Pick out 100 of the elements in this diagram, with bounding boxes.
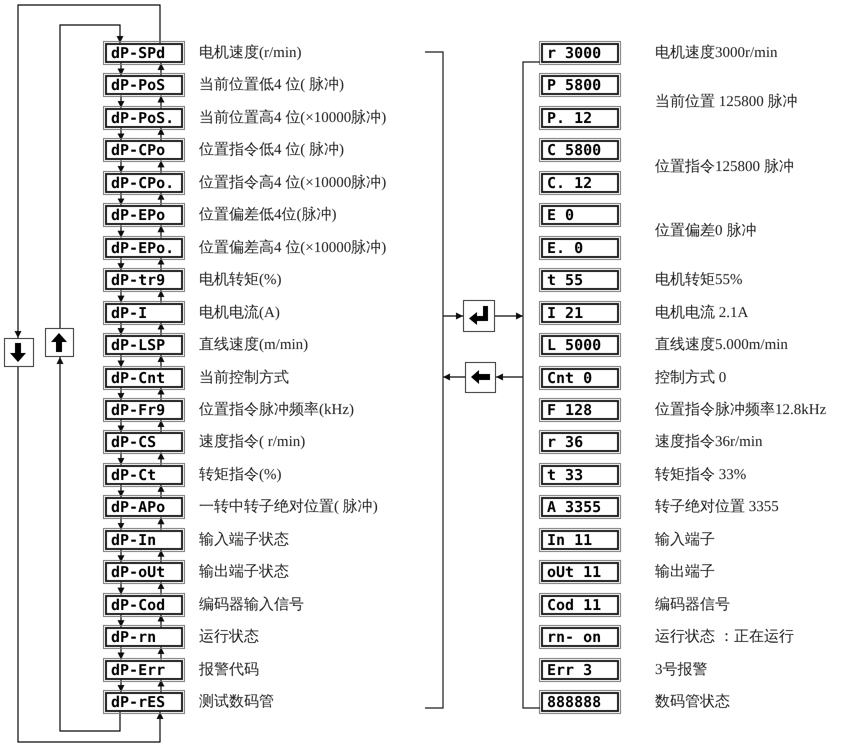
display-readout: 888888: [541, 692, 619, 712]
display-readout: dP-Ct: [105, 464, 183, 485]
arrow: [118, 322, 124, 336]
display-readout: dP-EPo: [105, 205, 183, 226]
arrow: [158, 322, 164, 336]
display-readout: rn- on: [541, 627, 619, 648]
description-text: 数码管状态: [655, 693, 730, 711]
arrow: [158, 452, 164, 465]
description-text: 速度指令( r/min): [199, 433, 306, 452]
arrow: [158, 355, 164, 368]
arrow: [118, 452, 124, 465]
arrow: [158, 680, 164, 692]
key-button: [45, 328, 74, 357]
description-text: 输出端子状态: [199, 563, 289, 582]
arrow: [118, 647, 124, 660]
arrow: [118, 63, 124, 76]
arrow: [443, 312, 463, 320]
display-readout: C 5800: [541, 140, 619, 160]
bracket: [523, 62, 540, 708]
arrow: [158, 388, 164, 400]
arrow: [59, 24, 124, 328]
arrow: [496, 374, 523, 380]
key-button: [463, 300, 495, 332]
description-text: 输出端子: [655, 563, 715, 582]
description-text: 电机转矩(%): [199, 271, 282, 290]
arrow: [118, 388, 124, 400]
arrow: [158, 258, 164, 270]
key-button: [465, 362, 496, 393]
arrow: [158, 420, 164, 432]
arrow: [17, 367, 164, 743]
arrow: [118, 582, 124, 595]
display-readout: dP-EPo.: [105, 238, 183, 258]
description-text: 电机速度3000r/min: [655, 44, 778, 62]
arrow: [118, 355, 124, 368]
description-text: 位置指令脉冲频率12.8kHz: [655, 400, 826, 419]
description-text: 运行状态 ：正在运行: [655, 628, 794, 646]
display-readout: dP-Fr9: [105, 400, 183, 420]
display-readout: P 5800: [541, 75, 619, 96]
display-readout: F 128: [541, 400, 619, 420]
arrow: [158, 95, 164, 108]
description-text: 电机电流(A): [199, 304, 280, 322]
display-readout: dP-In: [105, 530, 183, 550]
description-text: 测试数码管: [199, 693, 274, 711]
arrow: [158, 160, 164, 173]
arrow: [118, 192, 124, 206]
display-readout: dP-rn: [105, 627, 183, 648]
display-readout: Cod 11: [541, 594, 619, 615]
display-readout: L 5000: [541, 335, 619, 356]
arrow: [158, 192, 164, 206]
arrow: [118, 258, 124, 270]
display-readout: I 21: [541, 302, 619, 323]
description-text: 电机转矩55%: [655, 271, 742, 290]
arrow: [118, 420, 124, 432]
arrow: [118, 517, 124, 530]
display-readout: E 0: [541, 205, 619, 226]
arrow: [118, 128, 124, 140]
display-readout: dP-rES: [105, 692, 183, 712]
description-text: 转矩指令 33%: [655, 466, 746, 484]
bracket: [425, 52, 443, 708]
description-text: 位置指令125800 脉冲: [655, 158, 794, 176]
description-text: 速度指令36r/min: [655, 433, 762, 452]
display-readout: E. 0: [541, 238, 619, 258]
display-readout: dP-Cnt: [105, 368, 183, 388]
display-readout: dP-LSP: [105, 335, 183, 356]
display-readout: dP-tr9: [105, 270, 183, 290]
description-text: 运行状态: [199, 628, 259, 646]
display-readout: dP-Cod: [105, 594, 183, 615]
arrow: [118, 95, 124, 108]
display-readout: dP-I: [105, 302, 183, 323]
arrow: [56, 357, 121, 732]
display-readout: dP-CS: [105, 432, 183, 452]
arrow: [158, 290, 164, 303]
description-text: 报警代码: [199, 660, 259, 679]
description-text: 编码器信号: [655, 596, 730, 614]
display-readout: r 36: [541, 432, 619, 452]
display-readout: oUt 11: [541, 562, 619, 582]
description-text: 编码器输入信号: [199, 596, 304, 614]
arrow: [118, 225, 124, 238]
description-text: 输入端子: [655, 530, 715, 549]
description-text: 电机速度(r/min): [199, 44, 302, 62]
description-text: 位置指令脉冲频率(kHz): [199, 400, 354, 419]
arrow: [118, 160, 124, 173]
arrow: [443, 374, 465, 380]
description-text: 直线速度5.000m/min: [655, 336, 788, 354]
arrow: [14, 4, 161, 338]
display-readout: Cnt 0: [541, 368, 619, 388]
arrow: [118, 290, 124, 303]
description-text: 位置偏差高4 位(×10000脉冲): [199, 238, 386, 257]
description-text: 一转中转子绝对位置( 脉冲): [199, 498, 378, 516]
display-readout: t 55: [541, 270, 619, 290]
display-readout: dP-oUt: [105, 562, 183, 582]
display-readout: dP-PoS: [105, 75, 183, 96]
description-text: 当前位置高4 位(×10000脉冲): [199, 108, 386, 127]
display-readout: dP-SPd: [105, 43, 183, 63]
display-readout: C. 12: [541, 172, 619, 193]
display-readout: t 33: [541, 464, 619, 485]
display-readout: A 3355: [541, 497, 619, 518]
description-text: 直线速度(m/min): [199, 336, 308, 354]
arrow: [158, 484, 164, 498]
display-readout: P. 12: [541, 108, 619, 128]
